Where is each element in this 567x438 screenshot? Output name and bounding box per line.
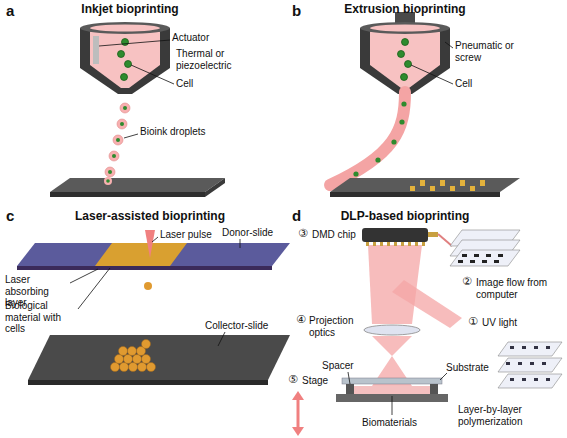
callout-number: ③ xyxy=(298,228,308,241)
callout-number: ④ xyxy=(296,314,306,327)
part-label: Pneumatic or screw xyxy=(455,40,519,63)
part-label: Layer-by-layer polymerization xyxy=(458,404,562,427)
panel-letter: c xyxy=(6,207,14,224)
part-label: Cell xyxy=(455,78,472,90)
part-label: UV light xyxy=(482,317,517,329)
panel-title: DLP-based bioprinting xyxy=(330,210,480,224)
panel-title: Inkjet bioprinting xyxy=(60,3,200,17)
panel-letter: d xyxy=(292,207,301,224)
part-label: Donor-slide xyxy=(222,227,273,239)
part-label: Substrate xyxy=(446,362,489,374)
callout-number: ⑤ xyxy=(288,374,298,387)
part-label: Projection optics xyxy=(309,315,363,338)
callout-number: ② xyxy=(462,276,472,289)
part-label: Laser pulse xyxy=(160,229,212,241)
part-label: Stage xyxy=(302,375,328,387)
part-label: Biological material with cells xyxy=(5,300,81,335)
part-label: Bioink droplets xyxy=(140,126,206,138)
part-label: Spacer xyxy=(322,360,354,372)
panel-letter: a xyxy=(6,2,14,19)
part-label: Image flow from computer xyxy=(476,277,564,300)
part-label: Thermal or piezoelectric xyxy=(176,48,256,71)
callout-number: ① xyxy=(468,316,478,329)
panel-title: Extrusion bioprinting xyxy=(335,3,475,17)
part-label: Cell xyxy=(176,78,193,90)
panel-title: Laser-assisted bioprinting xyxy=(65,210,235,224)
part-label: Biomaterials xyxy=(362,417,417,429)
part-label: DMD chip xyxy=(312,229,356,241)
part-label: Collector-slide xyxy=(205,320,268,332)
panel-letter: b xyxy=(292,2,301,19)
part-label: Actuator xyxy=(172,32,209,44)
